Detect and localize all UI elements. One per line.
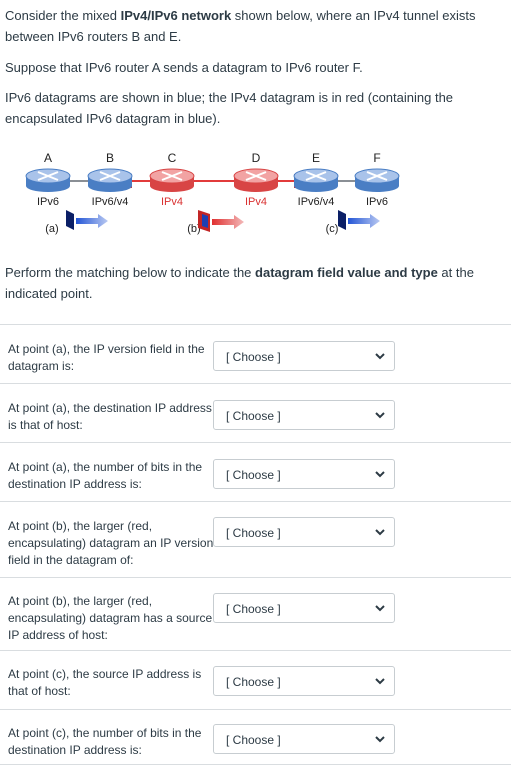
- point-label: (a): [45, 223, 58, 235]
- router-letter: C: [168, 151, 177, 165]
- question-row: At point (a), the IP version field in th…: [0, 324, 511, 384]
- router-arrows-icon: [161, 171, 183, 181]
- intro-text: shown below, where an IPv4 tunnel exists…: [5, 8, 476, 44]
- router-icon: [355, 180, 399, 192]
- point-label: (b): [187, 223, 200, 235]
- router-letter: E: [312, 151, 320, 165]
- ipv6-datagram-icon: [202, 214, 208, 228]
- ipv6-datagram-icon: [338, 210, 346, 230]
- answer-select[interactable]: [ Choose ]: [213, 724, 395, 754]
- direction-arrow-icon: [212, 215, 244, 229]
- router-icon: [88, 180, 132, 192]
- router-e: E IPv6/v4: [293, 151, 339, 208]
- question-text: At point (c), the number of bits in the …: [8, 726, 202, 757]
- instructions-text: Perform the matching below to indicate t…: [5, 265, 256, 280]
- router-c: C IPv4: [149, 151, 195, 208]
- router-label: IPv6: [37, 196, 59, 208]
- select-placeholder: [ Choose ]: [226, 602, 281, 616]
- router-arrows-icon: [99, 171, 121, 181]
- answer-select[interactable]: [ Choose ]: [213, 459, 395, 489]
- router-icon: [150, 180, 194, 192]
- select-placeholder: [ Choose ]: [226, 526, 281, 540]
- chevron-down-icon: [375, 736, 385, 743]
- router-label: IPv4: [245, 196, 267, 208]
- answer-select[interactable]: [ Choose ]: [213, 517, 395, 547]
- question-text: At point (a), the IP version field in th…: [8, 342, 205, 373]
- router-arrows-icon: [366, 171, 388, 181]
- router-letter: F: [373, 151, 380, 165]
- direction-arrow-icon: [76, 214, 108, 228]
- intro-bold-text: IPv4/IPv6 network: [120, 8, 232, 23]
- question-row: At point (a), the number of bits in the …: [0, 442, 511, 502]
- question-text: At point (a), the destination IP address…: [8, 401, 212, 432]
- chevron-down-icon: [375, 353, 385, 360]
- router-arrows-icon: [245, 171, 267, 181]
- router-f: F IPv6: [354, 151, 400, 208]
- intro-paragraph-1: Consider the mixed IPv4/IPv6 network sho…: [5, 5, 505, 47]
- point-label: (c): [326, 223, 339, 235]
- divider: [0, 764, 511, 765]
- router-label: IPv4: [161, 196, 183, 208]
- router-label: IPv6: [366, 196, 388, 208]
- question-row: At point (a), the destination IP address…: [0, 383, 511, 443]
- router-label: IPv6/v4: [92, 196, 129, 208]
- router-icon: [26, 180, 70, 192]
- answer-select[interactable]: [ Choose ]: [213, 400, 395, 430]
- chevron-down-icon: [375, 605, 385, 612]
- question-text: At point (a), the number of bits in the …: [8, 460, 203, 491]
- router-letter: B: [106, 151, 114, 165]
- network-diagram-svg: A IPv6 B IPv6/v4 C IPv4 D IPv4 E IPv6/v4 F IPv6 (a)…: [25, 151, 400, 235]
- question-row: At point (b), the larger (red, encapsula…: [0, 577, 511, 651]
- router-a: A IPv6: [25, 151, 71, 208]
- direction-arrow-icon: [348, 214, 380, 228]
- router-b: B IPv6/v4: [87, 151, 133, 208]
- router-arrows-icon: [305, 171, 327, 181]
- instructions-text: at the indicated point.: [5, 265, 474, 301]
- select-placeholder: [ Choose ]: [226, 409, 281, 423]
- router-letter: A: [44, 151, 52, 165]
- ipv6-datagram-icon: [66, 210, 74, 230]
- select-placeholder: [ Choose ]: [226, 733, 281, 747]
- datagram-point-b: (b): [187, 210, 244, 235]
- router-arrows-icon: [37, 171, 59, 181]
- chevron-down-icon: [375, 412, 385, 419]
- chevron-down-icon: [375, 529, 385, 536]
- chevron-down-icon: [375, 678, 385, 685]
- router-label: IPv6/v4: [298, 196, 335, 208]
- answer-select[interactable]: [ Choose ]: [213, 593, 395, 623]
- intro-text: Consider the mixed: [5, 8, 121, 23]
- router-d: D IPv4: [233, 151, 279, 208]
- answer-select[interactable]: [ Choose ]: [213, 341, 395, 371]
- network-diagram: A IPv6 B IPv6/v4 C IPv4 D IPv4 E IPv6/v4 F IPv6 (a)…: [0, 148, 511, 240]
- answer-select[interactable]: [ Choose ]: [213, 666, 395, 696]
- datagram-point-a: (a): [45, 210, 108, 235]
- router-icon: [294, 180, 338, 192]
- question-text: At point (c), the source IP address is t…: [8, 667, 202, 698]
- question-row: At point (c), the source IP address is t…: [0, 650, 511, 710]
- datagram-point-c: (c): [326, 210, 380, 235]
- question-text: At point (b), the larger (red, encapsula…: [8, 519, 214, 567]
- instructions-bold-text: datagram field value and type: [255, 265, 438, 280]
- instructions: Perform the matching below to indicate t…: [5, 262, 505, 304]
- router-icon: [234, 180, 278, 192]
- intro-paragraph-3: IPv6 datagrams are shown in blue; the IP…: [5, 90, 454, 126]
- chevron-down-icon: [375, 471, 385, 478]
- intro-paragraph-2: Suppose that IPv6 router A sends a datag…: [5, 60, 363, 75]
- question-row: At point (b), the larger (red, encapsula…: [0, 501, 511, 578]
- router-letter: D: [252, 151, 261, 165]
- select-placeholder: [ Choose ]: [226, 675, 281, 689]
- select-placeholder: [ Choose ]: [226, 468, 281, 482]
- question-text: At point (b), the larger (red, encapsula…: [8, 594, 213, 642]
- select-placeholder: [ Choose ]: [226, 350, 281, 364]
- question-row: At point (c), the number of bits in the …: [0, 709, 511, 765]
